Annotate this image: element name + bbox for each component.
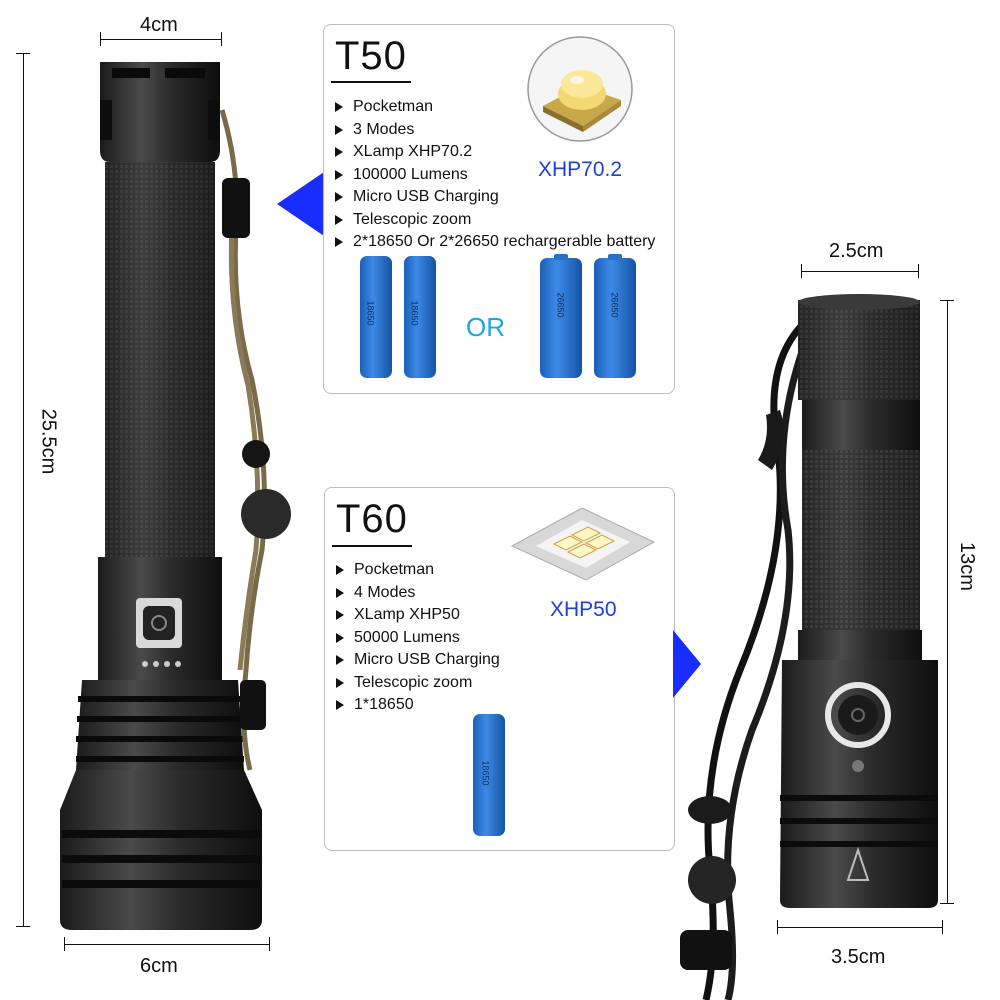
t50-flashlight-image xyxy=(60,62,291,930)
t50-pointer-arrow xyxy=(277,170,327,238)
t50-battery-right-text-2: 26650 xyxy=(609,292,620,318)
t50-battery-right-text: 26650 xyxy=(555,292,566,318)
t60-led-label: XHP50 xyxy=(550,598,617,621)
t50-spec-list: Pocketman 3 Modes XLamp XHP70.2 100000 L… xyxy=(331,96,655,254)
t60-spec-item: Pocketman xyxy=(332,559,500,582)
t50-spec-item: 100000 Lumens xyxy=(331,164,655,187)
t60-spec-item: Micro USB Charging xyxy=(332,649,500,672)
xhp50-led-icon xyxy=(510,507,656,581)
t50-model-title: T50 xyxy=(335,34,407,78)
t50-model-underline xyxy=(331,81,411,83)
t60-spec-item: 1*18650 xyxy=(332,694,500,717)
t50-led-label: XHP70.2 xyxy=(538,158,623,181)
t60-battery-text: 18650 xyxy=(480,760,491,786)
t50-spec-item: 2*18650 Or 2*26650 rechargerable battery xyxy=(331,231,655,254)
t50-spec-item: Telescopic zoom xyxy=(331,209,655,232)
t50-battery-26650-pair xyxy=(540,254,636,378)
t50-dimension-top xyxy=(100,30,222,50)
t50-dimension-bottom xyxy=(64,935,270,955)
t50-dimension-side xyxy=(14,53,34,927)
t60-spec-item: Telescopic zoom xyxy=(332,672,500,695)
t50-spec-item: Pocketman xyxy=(331,96,655,119)
t60-dimension-bottom xyxy=(777,918,943,938)
t60-spec-item: 50000 Lumens xyxy=(332,627,500,650)
t50-battery-left-text: 18650 xyxy=(365,300,376,326)
t50-or-label: OR xyxy=(466,312,505,342)
t50-battery-18650-pair xyxy=(360,256,436,378)
t60-battery-18650 xyxy=(473,714,505,836)
t50-width-top-label: 4cm xyxy=(140,14,178,36)
t60-model-title: T60 xyxy=(336,497,408,541)
t50-spec-item: XLamp XHP70.2 xyxy=(331,141,655,164)
t60-pointer-arrow xyxy=(673,630,701,698)
t50-spec-item: 3 Modes xyxy=(331,119,655,142)
t60-model-underline xyxy=(332,545,412,547)
t60-spec-list: Pocketman 4 Modes XLamp XHP50 50000 Lume… xyxy=(332,559,500,717)
t50-spec-item: Micro USB Charging xyxy=(331,186,655,209)
xhp70-led-icon xyxy=(527,36,633,142)
t50-width-bottom-label: 6cm xyxy=(140,955,178,977)
t60-flashlight-image xyxy=(680,294,938,1000)
t60-width-top-label: 2.5cm xyxy=(829,240,884,262)
t60-dimension-side xyxy=(938,300,958,904)
t50-battery-left-text-2: 18650 xyxy=(409,300,420,326)
t60-width-bottom-label: 3.5cm xyxy=(831,946,886,968)
t60-spec-item: XLamp XHP50 xyxy=(332,604,500,627)
t60-spec-item: 4 Modes xyxy=(332,582,500,605)
t60-dimension-top xyxy=(801,262,919,282)
